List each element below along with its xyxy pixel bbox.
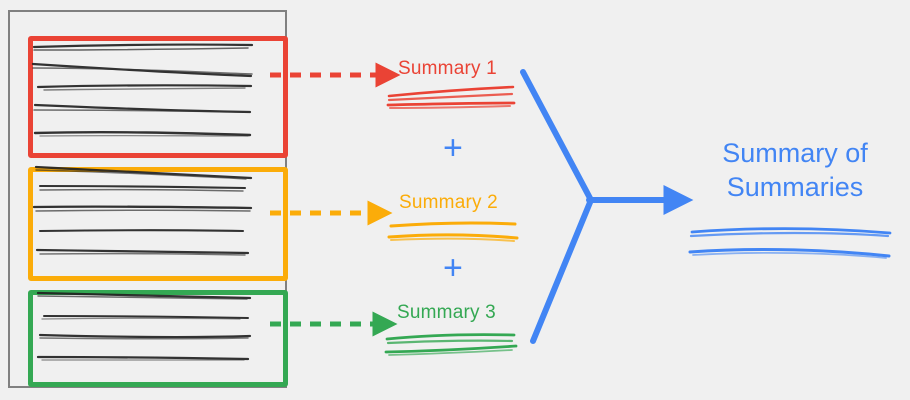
final-summary-title: Summary of Summaries [690, 136, 900, 204]
final-summary-title-line-2: Summaries [726, 172, 864, 202]
summary-label-1: Summary 1 [398, 58, 497, 79]
summary-1-scribble [386, 85, 516, 109]
reduce-branch-top [520, 69, 594, 203]
summary-3-scribble [384, 333, 518, 356]
chunk-amber-lines [32, 165, 253, 256]
document-chunk-red[interactable] [28, 36, 288, 158]
summary-label-2: Summary 2 [399, 192, 498, 213]
summary-2-scribble [387, 221, 519, 242]
reduce-branch-bottom [530, 197, 594, 344]
final-summary-title-line-1: Summary of [722, 138, 868, 168]
plus-operator-1: + [443, 129, 463, 167]
chunk-red-lines [31, 43, 254, 137]
summary-label-3: Summary 3 [397, 302, 496, 323]
plus-operator-2: + [443, 249, 463, 287]
chunk-green-lines [36, 291, 252, 361]
